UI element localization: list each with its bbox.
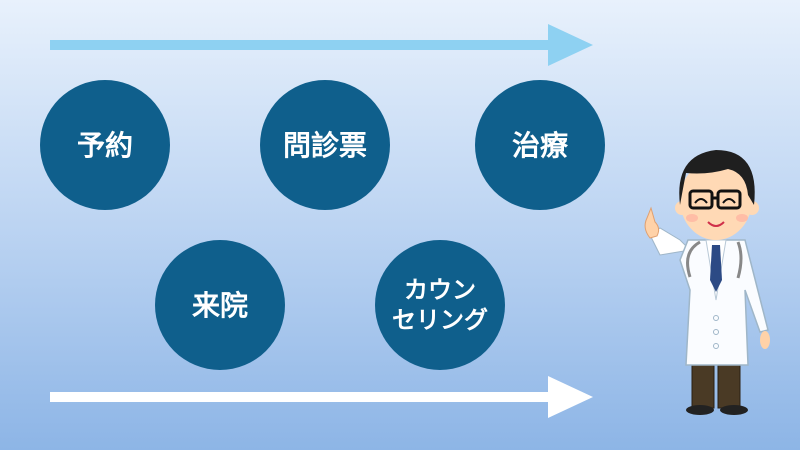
step-label: 問診票 xyxy=(282,128,367,162)
step-reservation: 予約 xyxy=(40,80,170,210)
top-arrow xyxy=(50,24,593,66)
step-counseling: カウンセリング xyxy=(375,240,505,370)
step-label: 治療 xyxy=(511,128,568,162)
step-label: 来院 xyxy=(191,288,248,322)
step-questionnaire: 問診票 xyxy=(260,80,390,210)
step-label: カウンセリング xyxy=(392,276,488,334)
bottom-arrow xyxy=(50,376,593,418)
step-label: 予約 xyxy=(76,128,133,162)
step-treatment: 治療 xyxy=(475,80,605,210)
step-visit: 来院 xyxy=(155,240,285,370)
